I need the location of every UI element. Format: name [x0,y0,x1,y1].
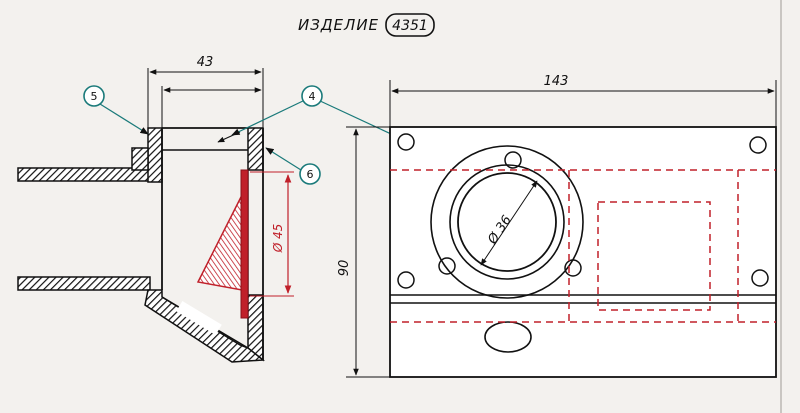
bolt-hole-top [504,151,522,169]
hidden-rect-window [597,201,711,311]
callout-5-label: 5 [91,90,98,103]
red-insert-plate [240,169,249,319]
bolt-hole-right [564,259,582,277]
flange-bore-circle [457,172,557,272]
lower-slot [484,321,532,353]
callout-5-leader [99,103,149,135]
dim-d45-label: Ø 45 [271,224,285,254]
callout-6: 6 [265,147,321,185]
bolt-hole-left [438,257,456,275]
corner-hole-bottom-right [751,269,769,287]
title-number-frame [385,13,435,37]
flange-outer-circle [430,145,584,299]
dim-90-label: 90 [337,260,352,277]
dim-143-label: 143 [544,74,569,89]
upper-pipe-wall [17,167,151,182]
lower-pipe-wall [17,276,151,291]
callout-4-leader-left [231,99,306,136]
left-flange-section [147,127,163,183]
title-prefix: ИЗДЕЛИЕ [298,16,379,34]
callout-4-label: 4 [309,90,316,103]
title-number: 4351 [392,18,428,34]
callout-5-bubble [83,85,105,107]
corner-hole-top-right [749,136,767,154]
callout-6-label: 6 [307,168,314,181]
bottom-gap-white [176,301,222,335]
right-wall-section [247,127,264,171]
front-plate-outline [389,126,777,378]
callout-5: 5 [83,85,149,135]
drawing-title: ИЗДЕЛИЕ 4351 [298,13,435,37]
corner-hole-top-left [397,133,415,151]
dim-43-label: 43 [197,55,214,70]
front-view: Ø 36 143 90 [337,74,777,378]
flange-lip [131,147,149,171]
section-view: 43 Ø 45 [17,55,294,363]
callout-6-leader [265,147,302,171]
hidden-lines [390,169,776,323]
callout-6-bubble [299,163,321,185]
callout-4-bubble [301,85,323,107]
corner-hole-bottom-left [397,271,415,289]
dim-d36-line [480,180,538,266]
